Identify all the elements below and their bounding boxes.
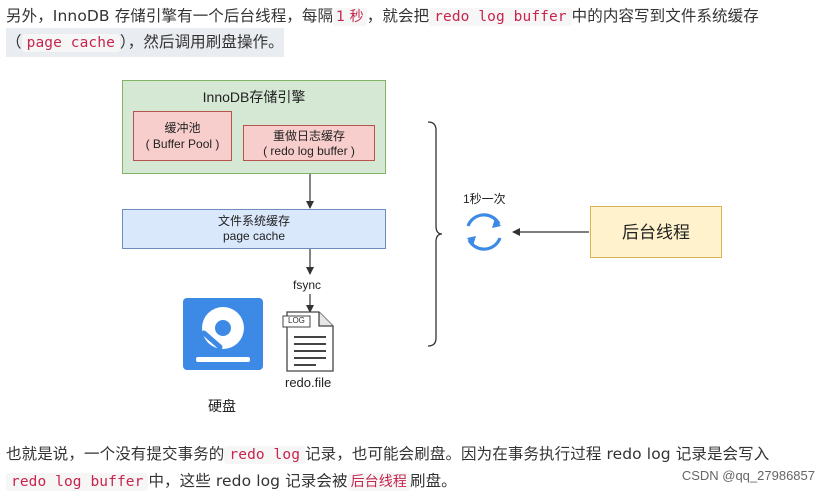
page-cache-box: 文件系统缓存 page cache xyxy=(122,209,386,249)
inline-code-redo-log-buffer: redo log buffer xyxy=(6,473,149,491)
background-thread-box: 后台线程 xyxy=(590,206,722,258)
hard-disk-icon xyxy=(183,298,263,370)
redo-buffer-sublabel: ( redo log buffer ) xyxy=(263,144,355,158)
inline-code-redo-log: redo log xyxy=(224,446,306,464)
refresh-cycle-icon xyxy=(466,213,502,251)
buffer-pool-label: 缓冲池 xyxy=(164,121,201,135)
buffer-pool-sublabel: ( Buffer Pool ) xyxy=(145,137,220,151)
log-file-icon xyxy=(282,311,334,372)
inline-code-page-cache: page cache xyxy=(21,34,120,52)
text: 刷盘。 xyxy=(409,472,457,490)
log-tag-label: LOG xyxy=(288,316,305,325)
inline-code-redo-log-buffer: redo log buffer xyxy=(429,8,572,26)
text: 中的内容写到文件系统缓存 xyxy=(571,7,759,25)
engine-title: InnoDB存储引擎 xyxy=(202,89,306,105)
inline-code-interval: 1 秒 xyxy=(333,8,367,26)
text: 另外，InnoDB 存储引擎有一个后台线程，每隔 xyxy=(6,7,334,25)
text: 中，这些 redo log 记录会被 xyxy=(148,472,348,490)
buffer-pool-box: 缓冲池 ( Buffer Pool ) xyxy=(133,111,232,161)
page-cache-label: 文件系统缓存 xyxy=(217,214,290,228)
disk-label: 硬盘 xyxy=(208,398,236,414)
frequency-label: 1秒一次 xyxy=(463,192,506,206)
redo-log-buffer-box: 重做日志缓存 ( redo log buffer ) xyxy=(243,125,375,161)
watermark: CSDN @qq_27986857 xyxy=(681,468,815,483)
paragraph-intro-line2: （page cache），然后调用刷盘操作。 xyxy=(6,28,284,57)
text: 也就是说，一个没有提交事务的 xyxy=(6,445,225,463)
page-cache-sublabel: page cache xyxy=(222,229,286,243)
brace-icon xyxy=(427,121,443,347)
text: ，就会把 xyxy=(366,7,430,25)
redo-file-label: redo.file xyxy=(285,375,332,390)
text: ），然后调用刷盘操作。 xyxy=(119,33,284,51)
inline-code-background-thread: 后台线程 xyxy=(347,473,410,491)
redo-buffer-label: 重做日志缓存 xyxy=(272,129,345,143)
text: 记录，也可能会刷盘。因为在事务执行过程 redo log 记录是会写入 xyxy=(305,445,770,463)
fsync-label: fsync xyxy=(293,278,322,292)
text: （ xyxy=(6,33,22,51)
background-thread-label: 后台线程 xyxy=(622,223,690,242)
